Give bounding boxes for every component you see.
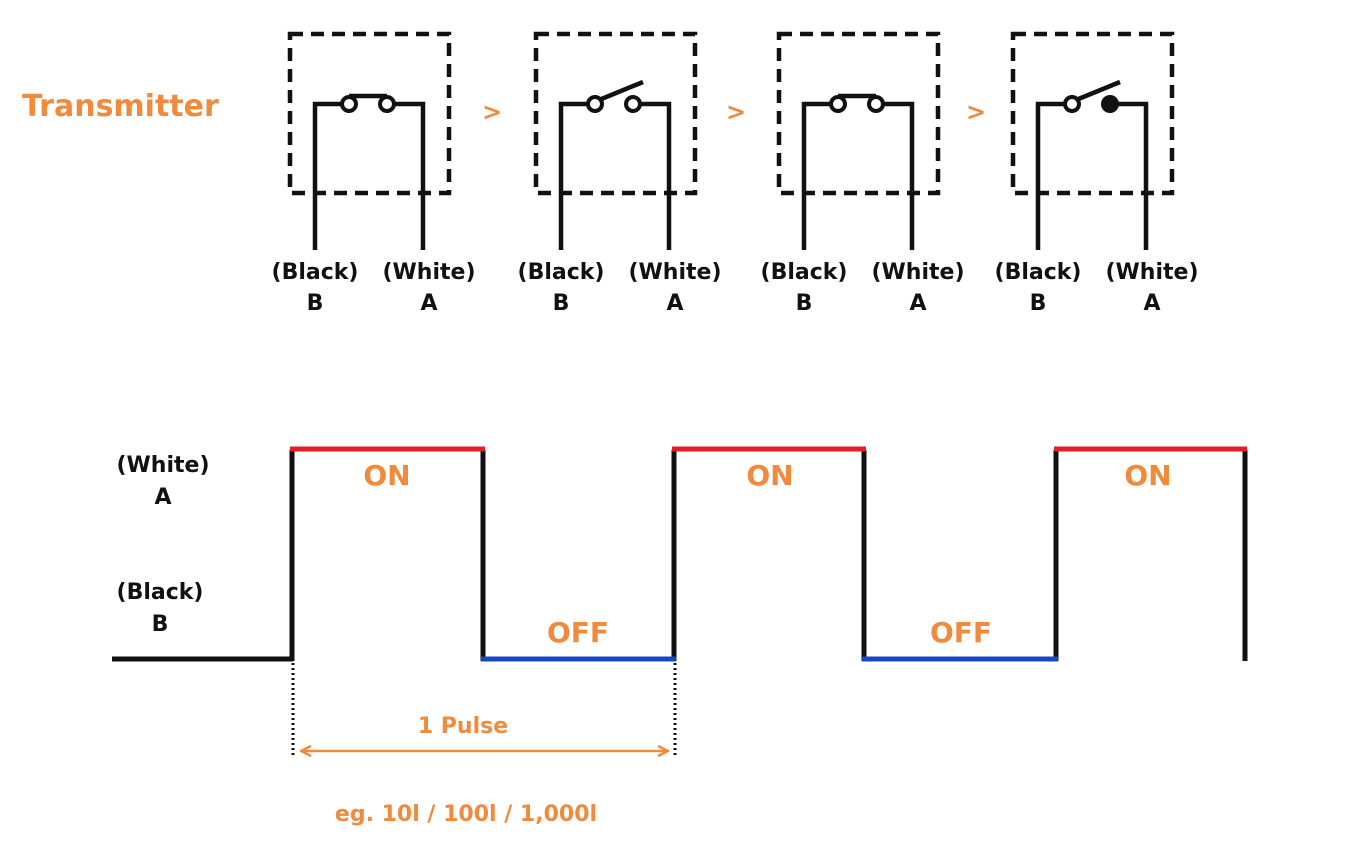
wire-black-2	[558, 101, 587, 250]
switch-stages: (Black) B (White) A (Black) B (White) A (Black) B…	[272, 31, 1199, 316]
switch-contact-2-1	[586, 95, 604, 113]
wire-black-3	[801, 101, 830, 250]
pulse-label: 1 Pulse	[418, 714, 508, 739]
level-high-label: (White)	[116, 453, 209, 478]
wire-white-2	[641, 101, 672, 250]
wire-white-1	[395, 101, 426, 250]
on-label-2: ON	[746, 459, 793, 492]
terminal-black-letter-3: B	[796, 291, 813, 316]
switch-housing-4	[1010, 31, 1175, 196]
switch-contact-3-2	[867, 95, 885, 113]
terminal-white-letter-4: A	[1143, 291, 1160, 316]
switch-stage-1: (Black) B (White) A	[272, 31, 476, 316]
terminal-white-label-3: (White)	[871, 260, 964, 285]
terminal-black-letter-4: B	[1030, 291, 1047, 316]
switch-housing-3	[776, 31, 941, 196]
switch-contact-1-2	[378, 95, 396, 113]
level-low-label: (Black)	[117, 580, 204, 605]
switch-contact-3-1	[829, 95, 847, 113]
terminal-white-letter-2: A	[666, 291, 683, 316]
terminal-black-label-1: (Black)	[272, 260, 359, 285]
stage-arrow-1: >	[482, 98, 502, 126]
switch-housing-2	[533, 31, 698, 196]
off-label-1: OFF	[547, 616, 609, 649]
switch-housing-1	[287, 31, 452, 196]
level-high-letter: A	[154, 485, 171, 510]
terminal-black-label-3: (Black)	[761, 260, 848, 285]
terminal-white-label-4: (White)	[1105, 260, 1198, 285]
switch-stage-3: (Black) B (White) A	[761, 31, 965, 316]
switch-contact-4-1	[1063, 95, 1081, 113]
waveform-signal	[112, 450, 1248, 662]
wire-white-4	[1118, 101, 1149, 250]
switch-contact-2-2	[624, 95, 642, 113]
switch-lever-open-2	[598, 79, 644, 103]
switch-stage-4: (Black) B (White) A	[995, 31, 1199, 316]
terminal-white-letter-1: A	[420, 291, 437, 316]
example-volume-label: eg. 10l / 100l / 1,000l	[335, 802, 597, 827]
switch-stage-2: (Black) B (White) A	[518, 31, 722, 316]
stage-arrow-2: >	[726, 98, 746, 126]
switch-contact-1-1	[340, 95, 358, 113]
off-label-2: OFF	[930, 616, 992, 649]
wire-white-3	[884, 101, 915, 250]
wire-black-1	[312, 101, 341, 250]
terminal-white-label-1: (White)	[382, 260, 475, 285]
wire-black-4	[1035, 101, 1064, 250]
stage-arrow-3: >	[966, 98, 986, 126]
pulse-width-indicator	[291, 663, 677, 758]
terminal-black-letter-2: B	[553, 291, 570, 316]
switch-contact-4-2	[1101, 95, 1119, 113]
switch-lever-open-4	[1075, 79, 1121, 103]
terminal-black-label-4: (Black)	[995, 260, 1082, 285]
terminal-white-label-2: (White)	[628, 260, 721, 285]
terminal-black-letter-1: B	[307, 291, 324, 316]
transmitter-title: Transmitter	[22, 89, 219, 124]
terminal-black-label-2: (Black)	[518, 260, 605, 285]
terminal-white-letter-3: A	[909, 291, 926, 316]
on-label-3: ON	[1124, 459, 1171, 492]
on-label-1: ON	[363, 459, 410, 492]
level-low-letter: B	[152, 612, 169, 637]
